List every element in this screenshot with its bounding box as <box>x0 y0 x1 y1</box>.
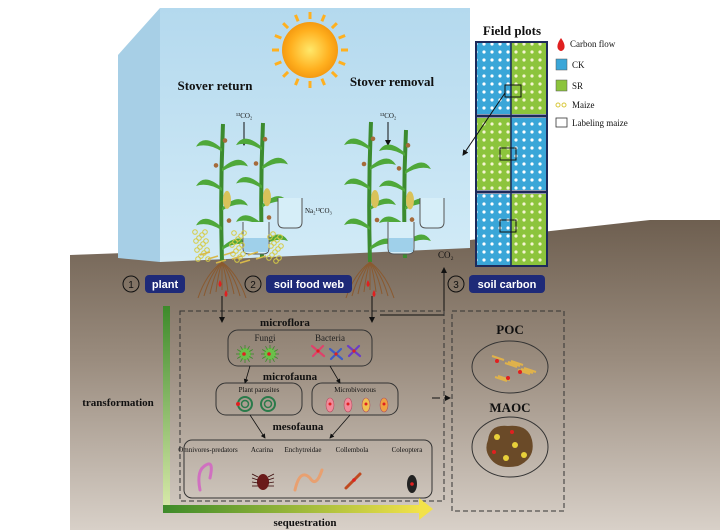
co2-label-left: ¹³CO₂ <box>236 112 253 120</box>
sky-panel <box>160 8 470 262</box>
poc-particles-icon <box>491 355 537 382</box>
maoc-aggregate-icon <box>486 425 533 467</box>
beaker-icon <box>419 198 445 229</box>
legend-label-ck: CK <box>572 60 585 70</box>
plant-parasites-label: Plant parasites <box>239 386 280 394</box>
microbivorous-label: Microbivorous <box>334 386 376 394</box>
mesofauna-group-label: Collembola <box>336 446 370 454</box>
field-plots-grid <box>475 41 548 267</box>
mesofauna-group-label: Enchytreidae <box>285 446 322 454</box>
poc-container <box>471 340 549 394</box>
stover-removal-title: Stover removal <box>350 74 435 89</box>
co2-label-right: ¹³CO₂ <box>380 112 397 120</box>
mesofauna-icons <box>197 462 417 493</box>
mesofauna-box <box>183 439 433 499</box>
stage-label-soil-carbon: soil carbon <box>478 279 537 291</box>
plant-roots <box>197 261 395 299</box>
mesofauna-group-label: Omnivores-predators <box>178 446 238 454</box>
blue-square-icon <box>555 58 568 71</box>
beaker-icon <box>242 222 270 255</box>
microbivorous-box <box>311 382 399 416</box>
sky-panel-side <box>118 8 160 262</box>
stage-plant: 1 plant <box>122 275 185 293</box>
stage-number: 2 <box>250 280 256 291</box>
field-plots-title: Field plots <box>483 23 541 38</box>
stage-number: 1 <box>128 280 134 291</box>
legend-label-maize: Maize <box>572 100 595 110</box>
fungi-label: Fungi <box>254 333 276 343</box>
empty-square-icon <box>555 117 568 128</box>
microbes-icon <box>236 344 362 363</box>
plant-parasites-box <box>215 382 303 416</box>
maoc-container <box>471 416 549 478</box>
red-drop-icon <box>557 38 565 51</box>
stage-number: 3 <box>453 280 459 291</box>
poc-label: POC <box>496 322 523 337</box>
mesofauna-label: mesofauna <box>273 421 324 433</box>
microfauna-label: microfauna <box>263 371 318 383</box>
bacteria-label: Bacteria <box>315 333 345 343</box>
mesofauna-group-label: Acarina <box>251 446 274 454</box>
sequestration-label: sequestration <box>274 517 337 529</box>
sun-icon <box>272 12 348 88</box>
co2-out-label: CO₂ <box>438 250 454 260</box>
transformation-arrow <box>163 306 170 506</box>
soil-ground <box>70 220 720 530</box>
maize-plant-icon <box>196 123 248 263</box>
stover-residue <box>192 229 284 264</box>
legend-label-labeling-maize: Labeling maize <box>572 118 628 128</box>
microflora-label: microflora <box>260 317 310 329</box>
soil-carbon-frame <box>451 310 565 512</box>
sequestration-arrow <box>163 498 433 520</box>
stover-return-title: Stover return <box>178 78 254 93</box>
legend-label-sr: SR <box>572 81 583 91</box>
green-square-icon <box>555 79 568 92</box>
beaker-icon <box>387 222 415 255</box>
stage-soil-food-web: 2 soil food web <box>244 275 352 293</box>
maize-plant-icon <box>344 121 396 263</box>
mesofauna-group-label: Coleoptera <box>392 446 424 454</box>
microflora-box <box>227 329 373 367</box>
food-web-frame <box>179 310 445 502</box>
maoc-label: MAOC <box>489 400 530 415</box>
legend-label-carbon-flow: Carbon flow <box>570 39 616 49</box>
nahco3-label: Na₂¹³CO₃ <box>305 207 333 215</box>
stage-soil-carbon: 3 soil carbon <box>447 275 545 293</box>
stage-label-soil-food-web: soil food web <box>274 279 345 291</box>
legend: Carbon flow CK SR Maize Labeling maize <box>555 38 628 128</box>
transformation-label: transformation <box>82 397 154 409</box>
yellow-circle-icon <box>555 102 567 108</box>
beaker-icon <box>277 198 303 229</box>
stage-label-plant: plant <box>152 279 179 291</box>
nematode-icon <box>236 396 389 413</box>
maize-plants <box>196 121 431 263</box>
